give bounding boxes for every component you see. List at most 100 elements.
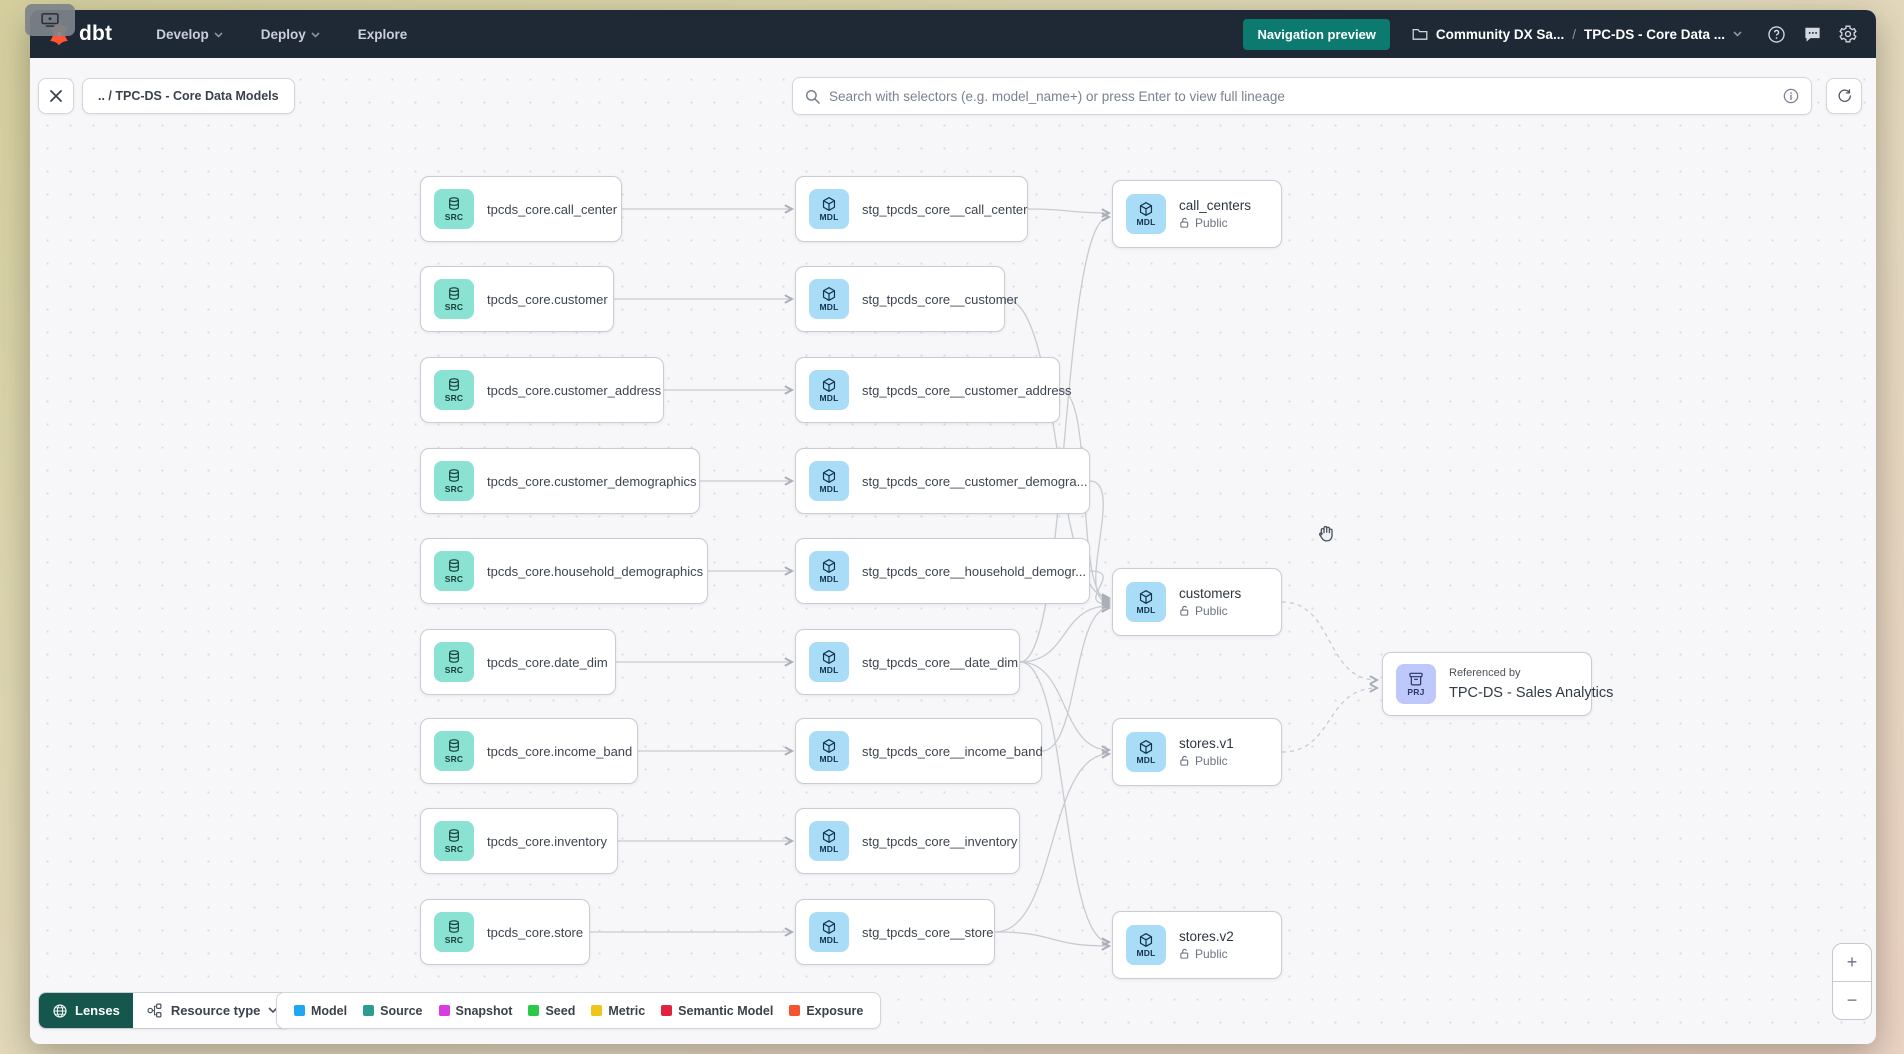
legend-item-source: Source	[363, 1004, 423, 1018]
legend-label: Metric	[608, 1003, 646, 1018]
edge-stg_call_center-to-pub_call_centers	[1027, 208, 1112, 218]
edge-stg_income_band-to-pub_customers	[1041, 603, 1112, 752]
nav-menu-develop[interactable]: Develop	[144, 21, 235, 48]
model-icon: MDL	[809, 642, 849, 682]
lens-controls: Lenses Resource type	[38, 992, 293, 1029]
lineage-edges	[590, 204, 1380, 951]
resource-type-legend: Model Source Snapshot Seed Metric Semantic Mo…	[276, 992, 882, 1029]
search-icon	[805, 89, 820, 104]
model-icon: MDL	[809, 731, 849, 771]
zoom-in-button[interactable]: +	[1833, 944, 1871, 982]
lineage-search-bar[interactable]	[792, 77, 1812, 115]
node-label: stg_tpcds_core__household_demogr...	[862, 563, 1087, 579]
node-label: stg_tpcds_core__customer_address	[862, 382, 1072, 398]
legend-label: Exposure	[806, 1003, 864, 1018]
resource-graph-icon	[147, 1003, 162, 1018]
lenses-label: Lenses	[75, 1003, 120, 1018]
close-lineage-button[interactable]	[38, 78, 74, 114]
nav-menu-explore[interactable]: Explore	[346, 21, 420, 48]
node-label: stg_tpcds_core__date_dim	[862, 654, 1019, 670]
public-label: Public	[1195, 216, 1228, 230]
model-icon: MDL	[809, 821, 849, 861]
source-icon: SRC	[434, 279, 474, 319]
model-icon: MDL	[809, 912, 849, 952]
node-label: tpcds_core.call_center	[487, 201, 618, 217]
zoom-out-button[interactable]: −	[1846, 990, 1858, 1010]
refresh-icon	[1838, 89, 1851, 102]
nav-menu-deploy[interactable]: Deploy	[249, 21, 332, 48]
nav-menu-deploy-label: Deploy	[260, 26, 306, 42]
legend-swatch	[661, 1005, 673, 1016]
model-icon: MDL	[1126, 732, 1166, 772]
node-label: stg_tpcds_core__income_band	[862, 743, 1043, 759]
source-icon: SRC	[434, 551, 474, 591]
graph-node-stg_customer[interactable]: MDL stg_tpcds_core__customer	[795, 266, 1018, 332]
folder-icon	[1412, 28, 1428, 40]
breadcrumb-project[interactable]: Community DX Sa...	[1435, 26, 1565, 42]
node-label: stg_tpcds_core__inventory	[862, 833, 1018, 849]
search-input[interactable]	[829, 88, 1774, 104]
graph-node-stg_store[interactable]: MDL stg_tpcds_core__store	[795, 899, 995, 965]
chevron-down-icon	[214, 31, 223, 38]
lenses-button[interactable]: Lenses	[39, 993, 133, 1028]
legend-label: Semantic Model	[678, 1003, 774, 1018]
settings-gear-icon[interactable]	[1838, 24, 1858, 44]
public-label: Public	[1195, 754, 1228, 768]
graph-node-stg_inventory[interactable]: MDL stg_tpcds_core__inventory	[795, 808, 1020, 874]
edge-stg_date_dim-to-pub_customers	[1019, 601, 1112, 663]
legend-swatch	[294, 1005, 305, 1016]
grab-hand-cursor-icon	[1313, 521, 1337, 550]
source-icon: SRC	[434, 912, 474, 952]
lineage-path-chip[interactable]: .. / TPC-DS - Core Data Models	[82, 78, 295, 114]
model-icon: MDL	[809, 279, 849, 319]
source-icon: SRC	[434, 821, 474, 861]
graph-node-src_store[interactable]: SRC tpcds_core.store	[420, 899, 590, 965]
resource-type-dropdown[interactable]: Resource type	[132, 993, 292, 1028]
graph-node-stg_date_dim[interactable]: MDL stg_tpcds_core__date_dim	[795, 629, 1020, 695]
legend-item-exposure: Exposure	[789, 1004, 863, 1018]
node-label: stg_tpcds_core__customer	[862, 291, 1019, 307]
lens-globe-icon	[53, 1003, 67, 1018]
node-label: tpcds_core.store	[487, 924, 584, 940]
breadcrumb-current[interactable]: TPC-DS - Core Data ...	[1583, 26, 1725, 42]
help-icon[interactable]	[1766, 24, 1786, 44]
graph-node-stg_customer_demographics[interactable]: MDL stg_tpcds_core__customer_demogra...	[795, 448, 1090, 514]
legend-label: Seed	[545, 1003, 576, 1018]
node-label: stg_tpcds_core__store	[862, 924, 994, 940]
model-icon: MDL	[809, 461, 849, 501]
legend-item-semantic-model: Semantic Model	[661, 1004, 773, 1018]
refresh-lineage-button[interactable]	[1826, 78, 1862, 114]
node-label: stg_tpcds_core__call_center	[862, 201, 1028, 217]
graph-node-stg_income_band[interactable]: MDL stg_tpcds_core__income_band	[795, 718, 1043, 784]
breadcrumb[interactable]: Community DX Sa... / TPC-DS - Core Data …	[1412, 27, 1742, 42]
feedback-icon[interactable]	[1802, 24, 1822, 44]
legend-label: Model	[311, 1003, 348, 1018]
edge-pub_stores_v1-to-prj_sales_analytics	[1281, 683, 1380, 753]
navigation-preview-button[interactable]: Navigation preview	[1243, 18, 1390, 50]
legend-item-snapshot: Snapshot	[438, 1004, 512, 1018]
access-badge: Public	[1179, 216, 1251, 230]
node-label: stg_tpcds_core__customer_demogra...	[862, 473, 1088, 489]
info-icon[interactable]	[1783, 88, 1799, 104]
edge-stg_date_dim-to-pub_call_centers	[1019, 212, 1112, 663]
